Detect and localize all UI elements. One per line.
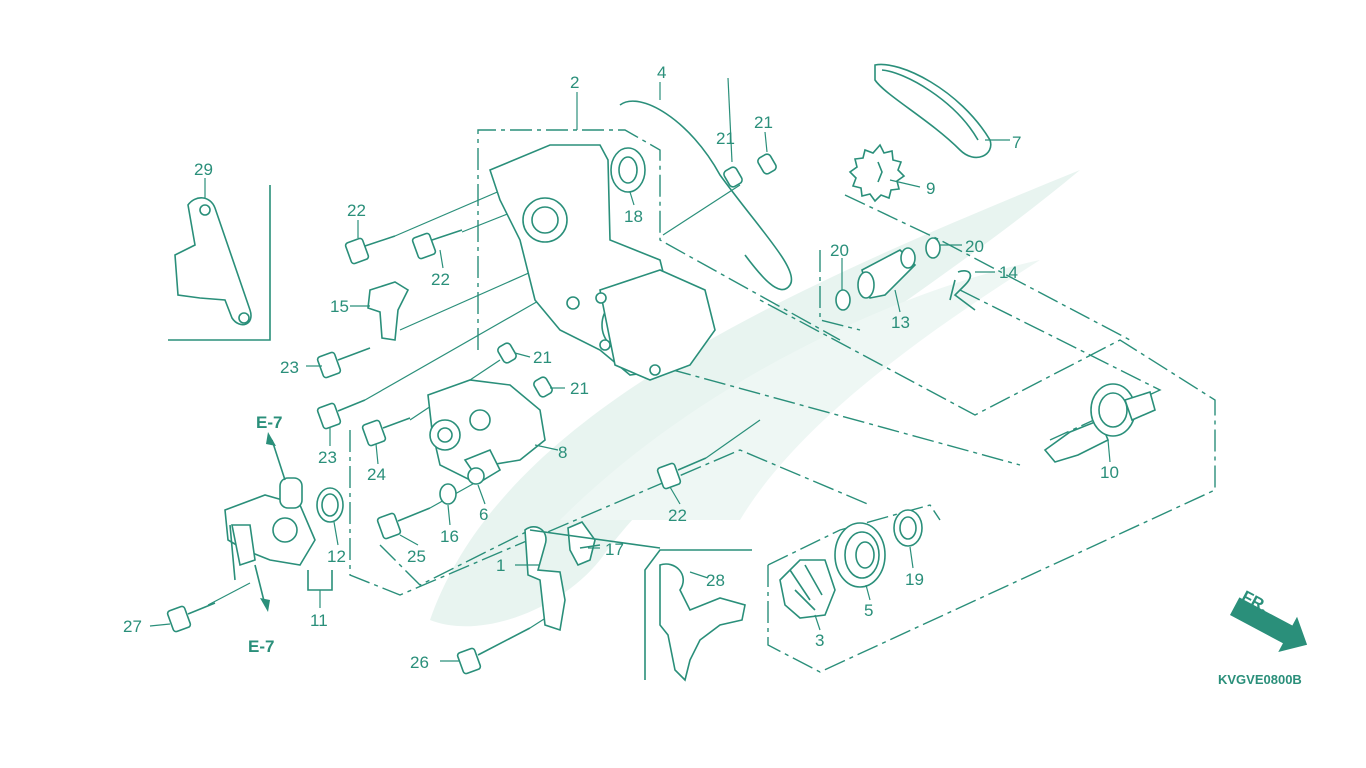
callout-18: 18: [624, 207, 643, 226]
part-10-shaft: [1043, 383, 1156, 463]
callout-11: 11: [310, 611, 328, 630]
callout-1: 1: [496, 556, 505, 575]
callout-16: 16: [440, 527, 459, 546]
bolt-22-b: [411, 229, 463, 260]
callout-13: 13: [891, 313, 910, 332]
bolt-26: [456, 627, 531, 675]
callout-12: 12: [327, 547, 346, 566]
callout-6: 6: [479, 505, 488, 524]
callout-14: 14: [999, 263, 1018, 282]
callout-27: 27: [123, 617, 142, 636]
part-3-gear: [779, 559, 836, 619]
callout-22c: 22: [668, 506, 687, 525]
part-15-bracket: [367, 281, 410, 341]
bolt-25: [376, 507, 431, 540]
bolt-22-a: [344, 235, 396, 265]
e7-arrows: [229, 432, 286, 612]
bolt-24: [361, 417, 411, 447]
callout-17: 17: [605, 540, 624, 559]
callout-20a: 20: [830, 241, 849, 260]
callout-20b: 20: [965, 237, 984, 256]
part-20-washer-a: [835, 289, 851, 311]
callout-21d: 21: [570, 379, 589, 398]
ref-e7-bottom: E-7: [248, 637, 274, 656]
part-14-clip: [949, 270, 976, 311]
callout-21a: 21: [716, 129, 735, 148]
part-9-sprocket: [848, 143, 906, 203]
diagram-code: KVGVE0800B: [1218, 672, 1302, 687]
part-19-seal: [893, 509, 923, 547]
callout-7: 7: [1012, 133, 1021, 152]
callout-22a: 22: [347, 201, 366, 220]
callout-labels: 1 2 3 4 5 6 7 8 9 10 11 12 13 14 15 16 1…: [123, 63, 1119, 672]
bolt-27: [166, 602, 216, 633]
part-8-pump-cover: [427, 379, 546, 485]
callout-29: 29: [194, 160, 213, 179]
callout-21c: 21: [533, 348, 552, 367]
callout-28: 28: [706, 571, 725, 590]
callout-8: 8: [558, 443, 567, 462]
callout-26: 26: [410, 653, 429, 672]
callout-15: 15: [330, 297, 349, 316]
fastener-leaders: [207, 177, 761, 629]
callout-5: 5: [864, 601, 873, 620]
part-29-bracket: [168, 185, 271, 341]
callout-leaders: [149, 77, 1111, 662]
part-7-chain: [874, 63, 992, 159]
bolt-23-a: [316, 347, 371, 379]
part-18-seal: [610, 147, 646, 193]
part-1-bracket: [524, 521, 661, 632]
part-28-bracket: [644, 549, 752, 682]
assembly-dash-lines: [349, 129, 1216, 673]
part-13-shaft: [835, 237, 976, 311]
callout-22b: 22: [431, 270, 450, 289]
callout-10: 10: [1100, 463, 1119, 482]
callout-23a: 23: [280, 358, 299, 377]
callout-21b: 21: [754, 113, 773, 132]
callout-19: 19: [905, 570, 924, 589]
part-5-clutch: [834, 522, 886, 588]
callout-25: 25: [407, 547, 426, 566]
ref-e7-top: E-7: [256, 413, 282, 432]
callout-2: 2: [570, 73, 579, 92]
callout-9: 9: [926, 179, 935, 198]
part-20-washer-b: [925, 237, 941, 259]
bolt-23-b: [316, 399, 366, 430]
bolt-22-c: [656, 457, 707, 490]
callout-24: 24: [367, 465, 386, 484]
part-2-cover: [489, 144, 716, 381]
part-11-water-pump: [224, 477, 344, 591]
part-4-gasket: [619, 100, 793, 291]
part-16-washer: [439, 483, 457, 505]
part-21-dowels: [497, 153, 777, 398]
callout-3: 3: [815, 631, 824, 650]
bolts: [166, 229, 707, 675]
front-direction-arrow: FR.: [1229, 587, 1308, 653]
callout-4: 4: [657, 63, 666, 82]
callout-23b: 23: [318, 448, 337, 467]
